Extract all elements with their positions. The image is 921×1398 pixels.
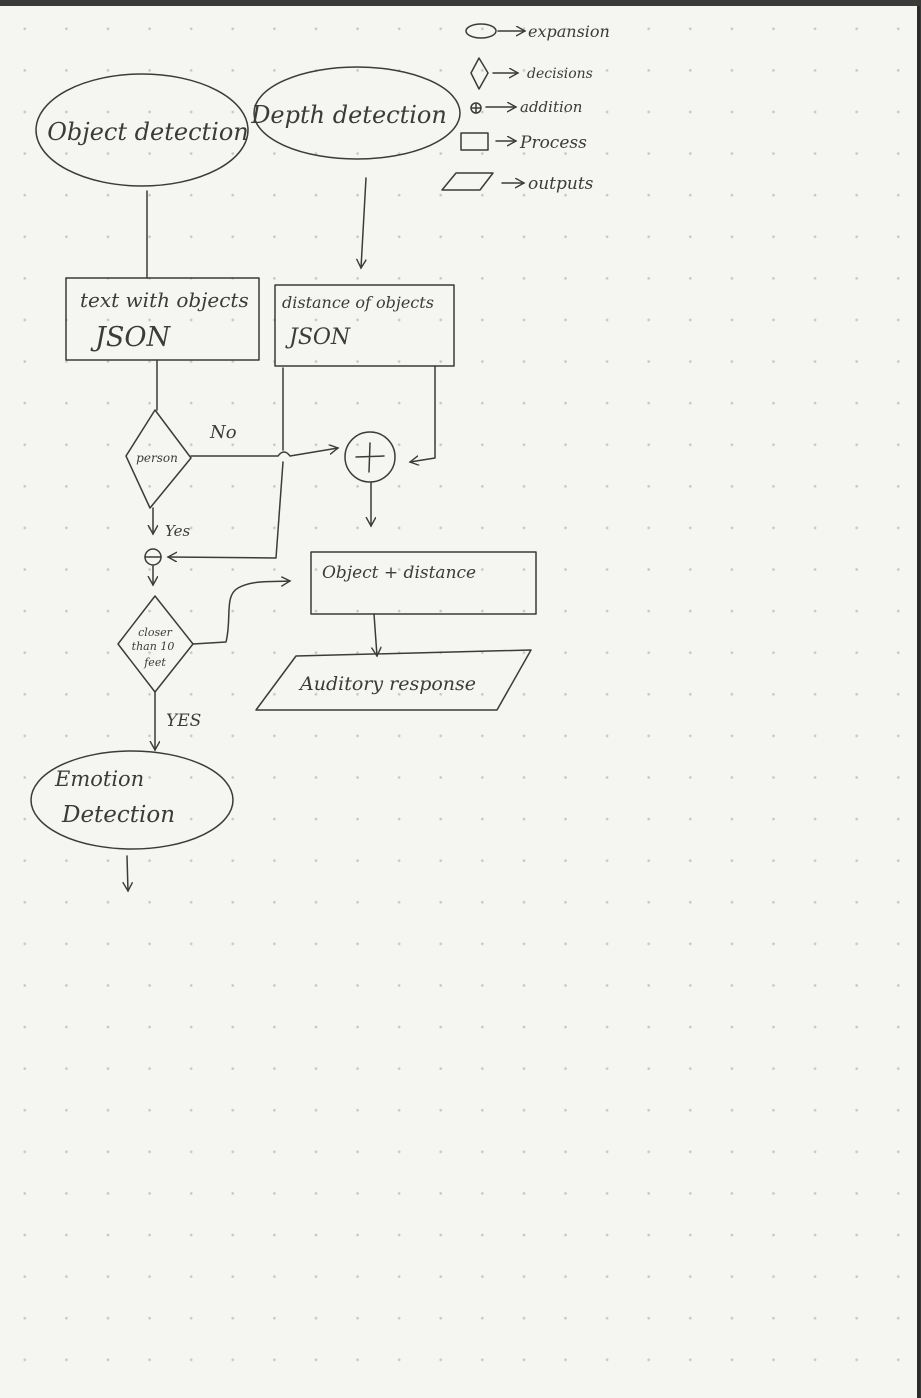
closer-label-line2: than 10 <box>132 640 175 653</box>
depth-detection-label: Depth detection <box>250 101 447 129</box>
distance-objects-label: distance of objects <box>282 293 434 312</box>
emotion-label-line2: Detection <box>61 802 175 828</box>
legend-rectangle-label: Process <box>519 133 587 153</box>
legend-diamond-icon <box>470 57 489 90</box>
edge-emotion-out <box>127 855 128 891</box>
legend-circle-plus-label: addition <box>520 98 582 116</box>
emotion-detection-node <box>30 750 234 850</box>
depth-detection-node <box>253 66 461 160</box>
text-objects-label: text with objects <box>80 288 249 312</box>
edge-depth-to-distance <box>361 177 367 268</box>
object-distance-label: Object + distance <box>322 563 476 583</box>
auditory-response-label: Auditory response <box>298 673 476 695</box>
adder-plus-mark <box>355 442 385 473</box>
legend: expansion decisions addition Process out… <box>441 22 610 194</box>
text-objects-json-label: JSON <box>90 322 171 353</box>
adder-circle <box>344 431 396 483</box>
edge-distance-to-small-adder <box>168 367 284 558</box>
edge-distance-to-adder <box>410 365 436 462</box>
edge-label-no: No <box>209 422 237 443</box>
legend-parallelogram-label: outputs <box>528 174 594 194</box>
text-objects-box <box>65 277 260 361</box>
edge-object-distance-to-auditory <box>374 613 377 656</box>
person-label: person <box>136 451 178 465</box>
closer-label-line1: closer <box>138 626 172 639</box>
dotted-note-page: expansion decisions addition Process out… <box>0 6 920 1398</box>
object-detection-node <box>35 73 249 187</box>
legend-parallelogram-icon <box>441 172 494 191</box>
distance-objects-box <box>274 284 455 367</box>
distance-objects-json-label: JSON <box>285 325 351 350</box>
edge-person-no <box>190 448 338 457</box>
edge-label-yes-closer: YES <box>166 711 201 731</box>
auditory-response-output <box>255 649 532 711</box>
person-decision <box>125 409 192 509</box>
closer-label-line3: feet <box>143 656 166 669</box>
edge-label-yes-person: Yes <box>165 522 190 540</box>
emotion-label-line1: Emotion <box>54 767 144 791</box>
legend-diamond-label: decisions <box>527 66 593 82</box>
legend-plus-mark <box>471 103 481 113</box>
legend-ellipse-icon <box>465 23 497 39</box>
edge-closer-to-object-distance <box>192 581 290 645</box>
flowchart: expansion decisions addition Process out… <box>30 22 610 1398</box>
legend-circle-plus-icon <box>470 102 482 114</box>
legend-rectangle-icon <box>460 132 489 151</box>
legend-ellipse-label: expansion <box>528 22 610 41</box>
object-distance-box <box>310 551 537 615</box>
object-detection-label: Object detection <box>47 118 248 146</box>
